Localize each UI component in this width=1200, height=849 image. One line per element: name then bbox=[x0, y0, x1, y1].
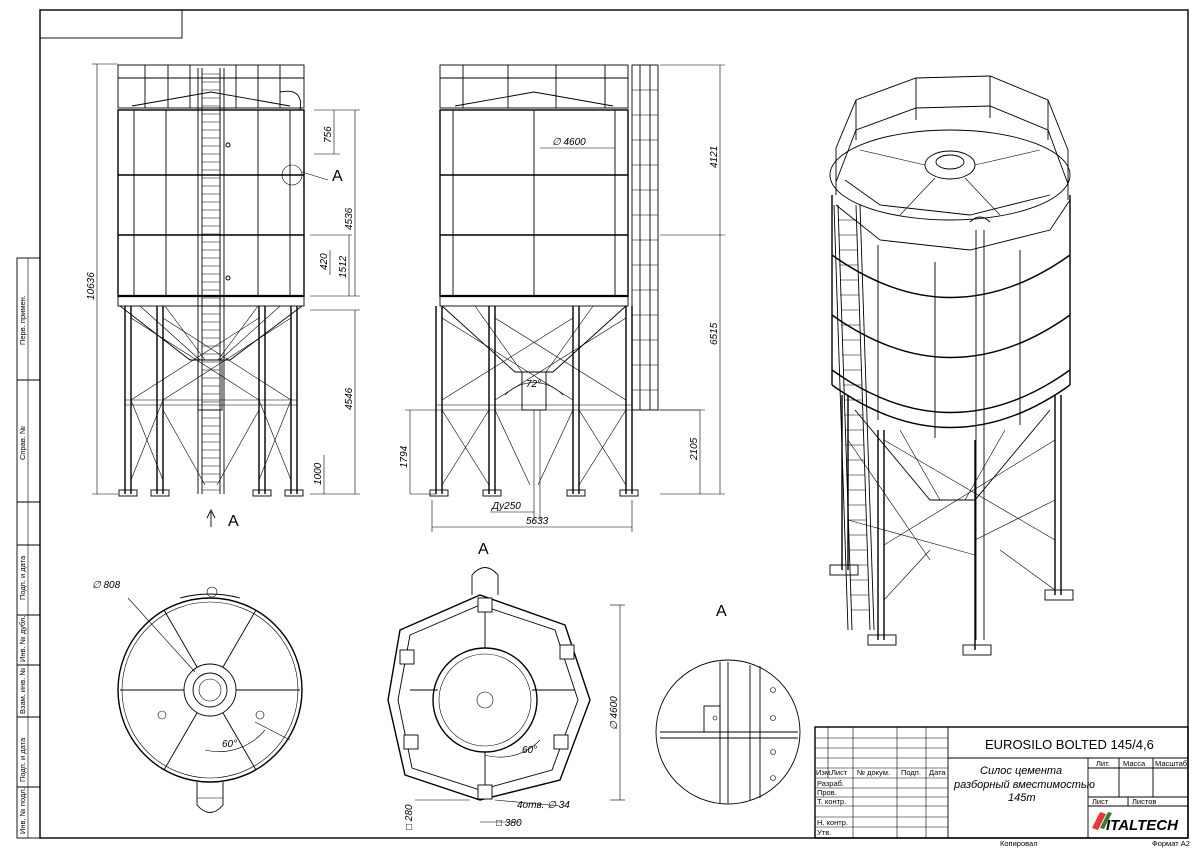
dim-overall-height: 10636 bbox=[86, 272, 97, 300]
dim-top-angle: 60° bbox=[222, 739, 237, 750]
dim-top-manhole: ∅ 808 bbox=[92, 580, 121, 591]
front-view-arrow-label: A bbox=[228, 513, 239, 530]
tb-copied: Копировал bbox=[1000, 839, 1038, 848]
stamp-perv-primen: Перв. примен. bbox=[18, 295, 27, 345]
dim-support-height: 4546 bbox=[344, 387, 355, 410]
tb-row-tkontr: Т. контр. bbox=[817, 797, 846, 806]
section-view: A bbox=[387, 541, 625, 823]
dim-outlet-nominal: Ду250 bbox=[491, 501, 521, 512]
title-line-1: Силос цемента bbox=[980, 765, 1062, 777]
dim-leg-bottom: 1000 bbox=[313, 462, 324, 485]
title-line-3: 145т bbox=[1008, 792, 1036, 804]
stamp-inv-podl: Инв. № подл. bbox=[18, 787, 27, 834]
dim-ladder-lower: 6515 bbox=[709, 322, 720, 345]
front-detail-callout: A bbox=[332, 168, 343, 185]
tb-format: Формат А2 bbox=[1152, 839, 1190, 848]
stamp-inv-dubl: Инв. № дубл. bbox=[18, 616, 27, 662]
dim-section-base-380: □ 380 bbox=[496, 818, 522, 829]
side-view-dimensions bbox=[405, 64, 725, 532]
tb-col-docnum: № докум. bbox=[857, 768, 890, 777]
tb-row-nkontr: Н. контр. bbox=[817, 818, 848, 827]
tb-massa: Масса bbox=[1123, 759, 1146, 768]
title-block: EUROSILO BOLTED 145/4,6 Силос цемента ра… bbox=[814, 726, 1190, 848]
title-line-2: разборный вместимостью bbox=[953, 779, 1095, 791]
sheet-frame bbox=[16, 9, 1189, 839]
tb-sheets: Листов bbox=[1132, 797, 1156, 806]
front-view-dimensions bbox=[92, 63, 360, 495]
front-ladder bbox=[197, 68, 225, 494]
stamp-podp-data-2: Подп. и дата bbox=[18, 737, 27, 782]
dim-section-base-280: □ 280 bbox=[404, 804, 415, 830]
title-designation: EUROSILO BOLTED 145/4,6 bbox=[985, 737, 1154, 752]
dim-top-segment: 756 bbox=[323, 126, 334, 143]
stamp-podp-data-1: Подп. и дата bbox=[18, 555, 27, 600]
stamp-vzam-inv: Взам. инв. № bbox=[18, 668, 27, 714]
side-stamp-labels: Перв. примен. Справ. № Подп. и дата Инв.… bbox=[18, 295, 27, 834]
stamp-sprav-num: Справ. № bbox=[18, 426, 27, 460]
section-label: A bbox=[478, 541, 489, 558]
dim-shell-height: 4536 bbox=[344, 207, 355, 230]
dim-section-angle: 60° bbox=[522, 745, 537, 756]
tb-col-list: Лист bbox=[831, 768, 848, 777]
detail-label: A bbox=[716, 603, 727, 620]
tb-masshtab: Масштаб bbox=[1155, 759, 1187, 768]
tb-row-prov: Пров. bbox=[817, 788, 837, 797]
top-view bbox=[117, 586, 303, 813]
dim-base-width: 5633 bbox=[526, 516, 549, 527]
tb-col-sign: Подп. bbox=[901, 768, 921, 777]
italtech-logo: ITALTECH bbox=[1092, 812, 1179, 834]
dim-hatch-offset: 420 bbox=[319, 253, 330, 270]
dim-side-diameter: ∅ 4600 bbox=[552, 137, 586, 148]
detail-view: A bbox=[655, 603, 801, 805]
isometric-view bbox=[829, 75, 1074, 656]
tb-lit: Лит. bbox=[1096, 759, 1110, 768]
tb-sheet: Лист bbox=[1092, 797, 1109, 806]
logo-text: ITALTECH bbox=[1106, 817, 1179, 834]
front-view: A A bbox=[117, 64, 343, 530]
dim-section-holes: 4отв. ∅ 34 bbox=[517, 800, 570, 811]
tb-row-razrab: Разраб. bbox=[817, 779, 844, 788]
side-view bbox=[429, 64, 700, 497]
dim-ring-spacing: 1512 bbox=[338, 255, 349, 278]
dim-ladder-upper: 4121 bbox=[709, 146, 720, 168]
dim-cone-angle: 72° bbox=[526, 379, 541, 390]
dim-outlet-height: 1794 bbox=[399, 445, 410, 468]
tb-row-utv: Утв. bbox=[817, 828, 831, 837]
front-railing bbox=[117, 64, 305, 111]
tb-col-date: Дата bbox=[929, 768, 946, 777]
dim-section-diameter: ∅ 4600 bbox=[609, 696, 620, 730]
dim-outlet-right: 2105 bbox=[689, 437, 700, 461]
tb-col-izm: Изм. bbox=[816, 768, 832, 777]
